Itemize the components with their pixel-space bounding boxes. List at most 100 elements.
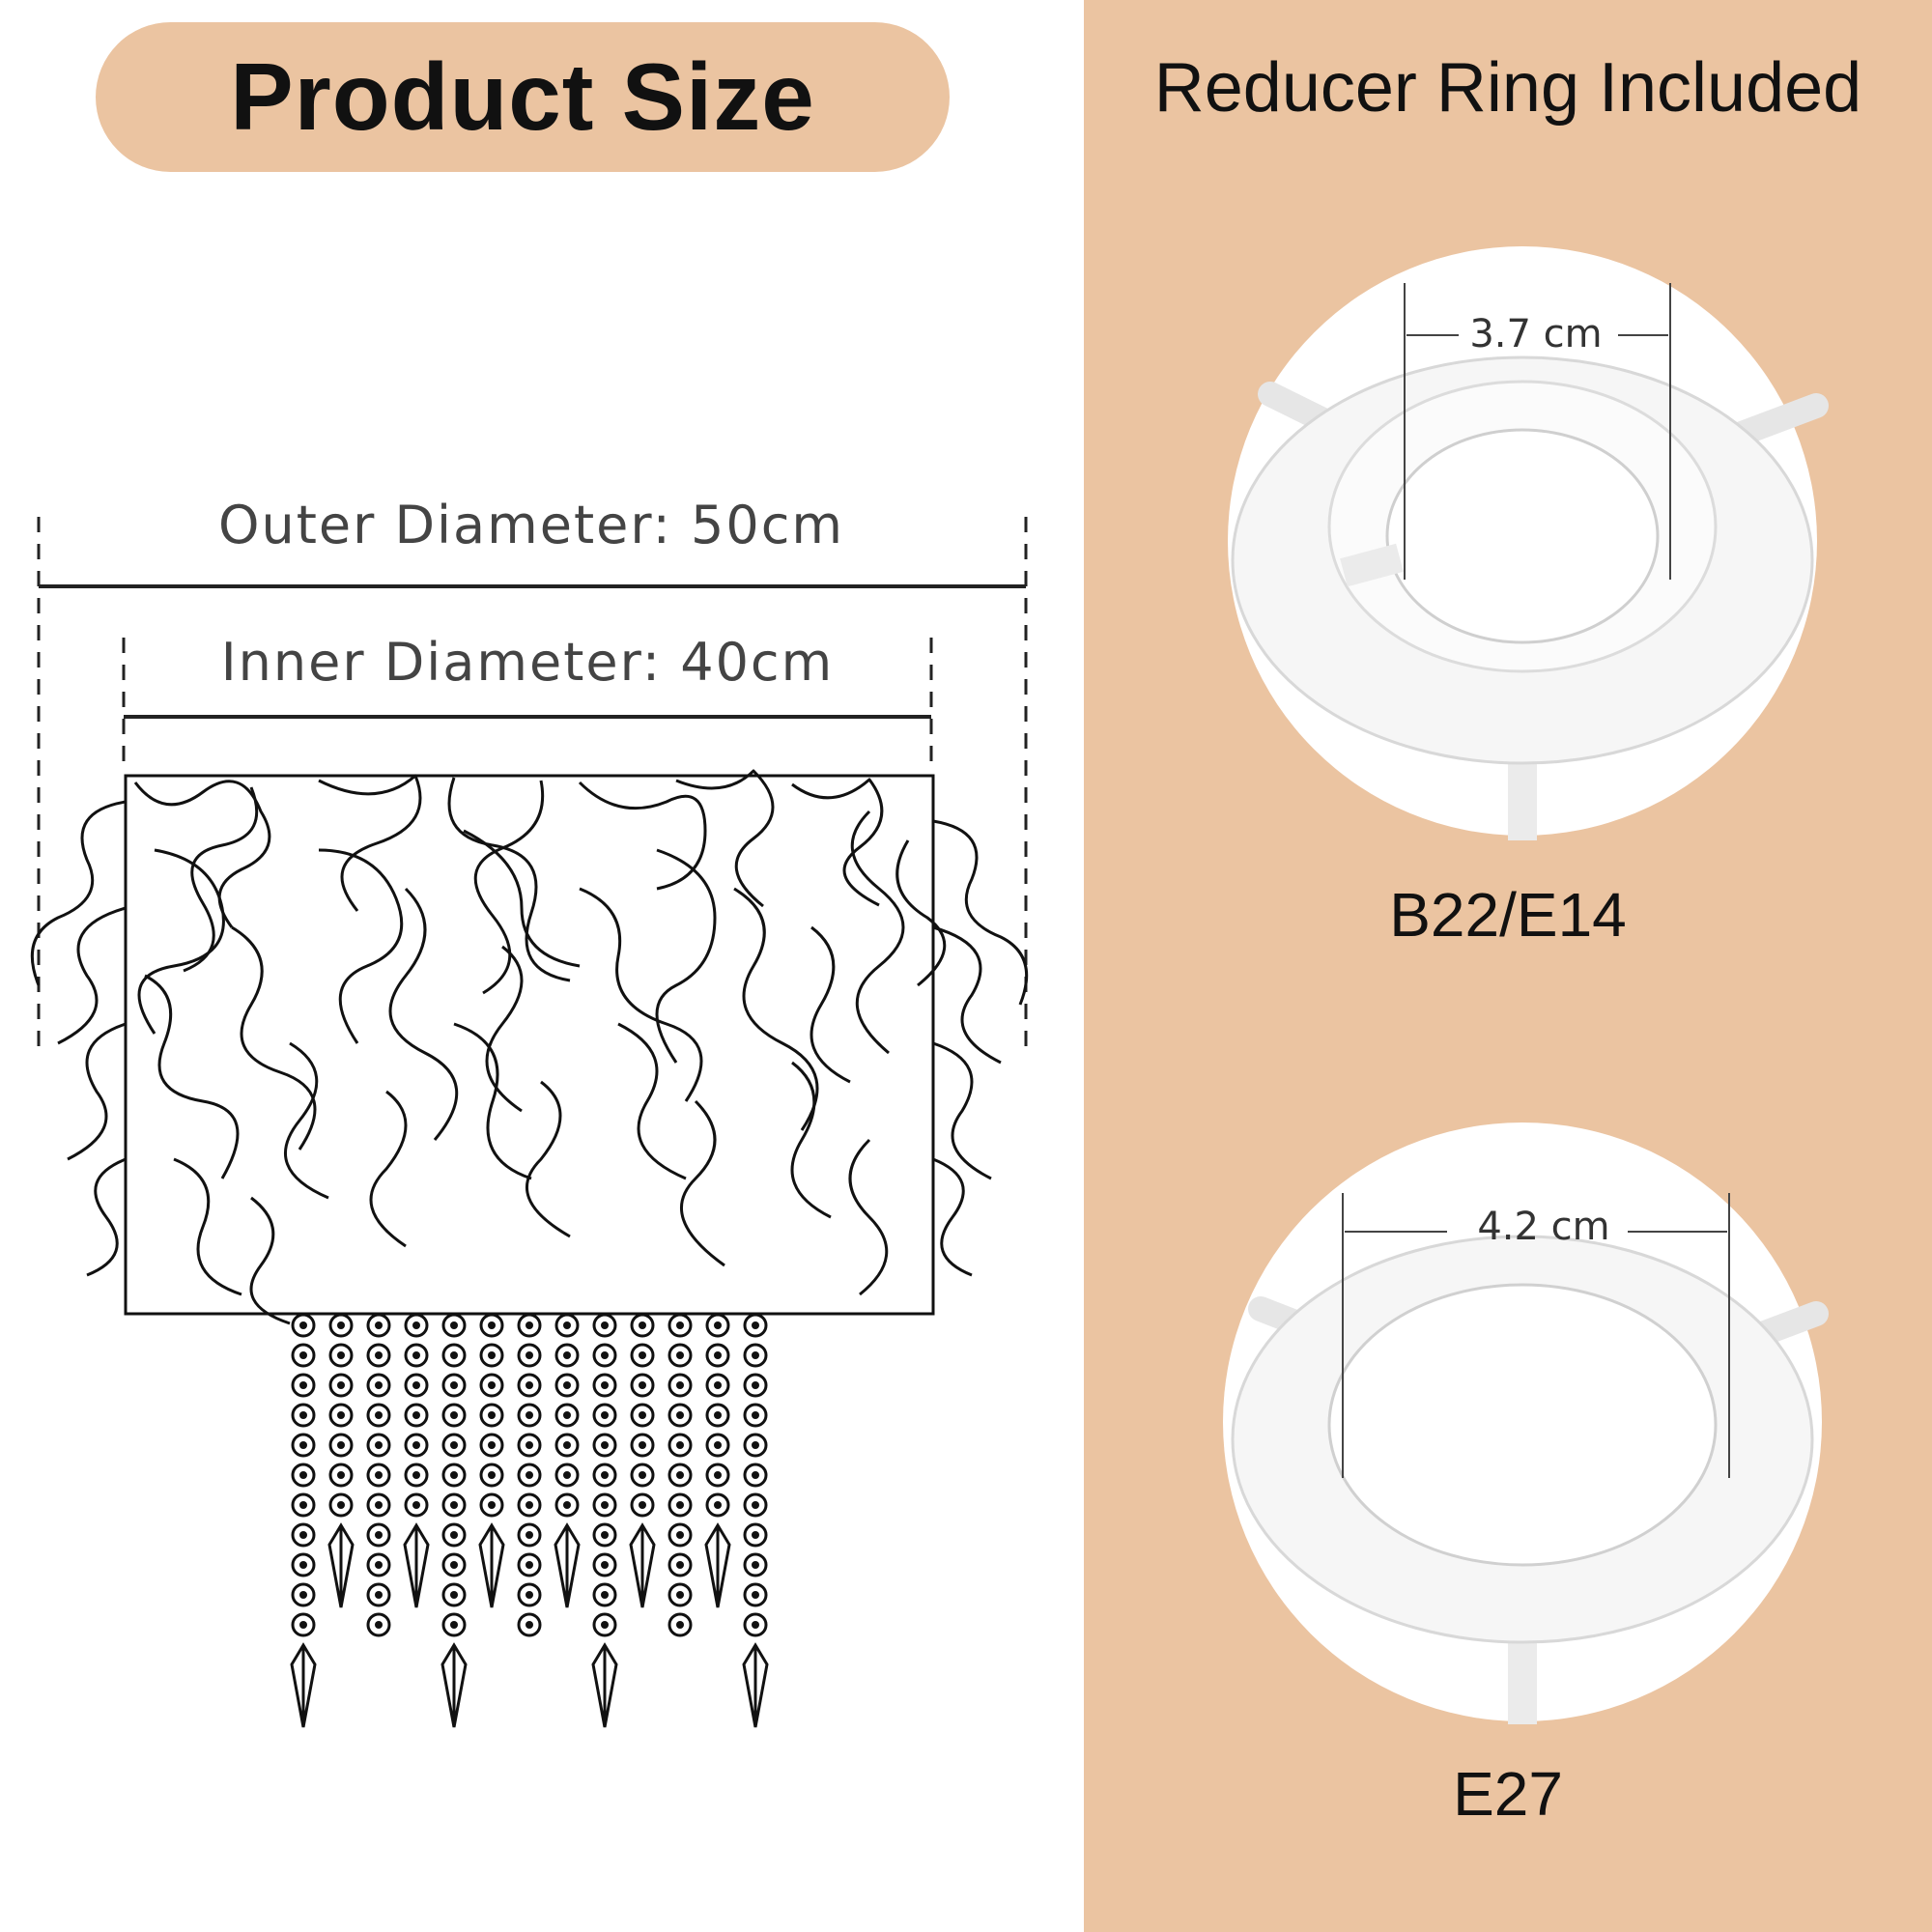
bead-center [488,1381,496,1389]
reducer-ring-title: Reducer Ring Included [1153,49,1862,127]
bead-center [337,1441,345,1449]
bead-center [752,1561,759,1569]
bead-center [714,1321,722,1329]
bead-center [676,1591,684,1599]
crystal-drop [629,1522,656,1608]
bead-center [714,1351,722,1359]
crystal-drop [554,1522,581,1608]
bead-center [450,1561,458,1569]
bead-center [375,1471,383,1479]
bead-center [752,1321,759,1329]
bead-center [450,1381,458,1389]
bead-center [526,1441,533,1449]
bead-center [752,1621,759,1629]
bead-strand [742,1313,769,1728]
bead-center [752,1441,759,1449]
bead-center [526,1561,533,1569]
bead-strand [403,1313,430,1608]
bead-center [375,1591,383,1599]
ring-b22-label: B22/E14 [1389,880,1627,950]
bead-center [714,1471,722,1479]
bead-strand [366,1313,391,1637]
bead-center [563,1501,571,1509]
bead-center [299,1471,307,1479]
bead-strand [517,1313,542,1637]
bead-center [601,1381,609,1389]
bead-strand [327,1313,355,1608]
bead-center [639,1321,646,1329]
bead-center [488,1501,496,1509]
bead-center [714,1411,722,1419]
bead-center [337,1351,345,1359]
bead-center [375,1351,383,1359]
bead-center [488,1441,496,1449]
bead-strand [704,1313,731,1608]
bead-center [601,1591,609,1599]
crystal-drop [403,1522,430,1608]
bead-center [639,1411,646,1419]
bead-center [299,1501,307,1509]
outer-diameter-guides [37,517,1028,1058]
bead-strand [554,1313,581,1608]
bead-center [601,1561,609,1569]
bead-center [714,1381,722,1389]
bead-center [752,1591,759,1599]
bead-center [337,1501,345,1509]
bead-strands [290,1313,769,1728]
bead-center [526,1351,533,1359]
crystal-drop [327,1522,355,1608]
bead-center [450,1441,458,1449]
bead-center [412,1411,420,1419]
bead-center [375,1441,383,1449]
bead-center [676,1501,684,1509]
bead-center [714,1441,722,1449]
bead-center [375,1621,383,1629]
bead-center [526,1501,533,1509]
bead-center [676,1411,684,1419]
bead-center [563,1471,571,1479]
bead-center [526,1591,533,1599]
outer-diameter-label: Outer Diameter: 50cm [217,495,844,555]
bead-center [639,1351,646,1359]
crystal-drop [742,1642,769,1728]
bead-center [337,1411,345,1419]
bead-center [639,1441,646,1449]
bead-center [676,1561,684,1569]
bead-center [412,1351,420,1359]
bead-center [752,1531,759,1539]
bead-center [299,1621,307,1629]
ring-e27-label: E27 [1453,1759,1563,1829]
bead-center [563,1411,571,1419]
bead-center [299,1561,307,1569]
bead-center [375,1561,383,1569]
bead-center [752,1351,759,1359]
bead-center [299,1381,307,1389]
bead-strand [440,1313,468,1728]
crystal-drop [478,1522,505,1608]
bead-center [299,1531,307,1539]
bead-strand [629,1313,656,1608]
bead-center [488,1321,496,1329]
bead-center [526,1411,533,1419]
bead-strand [668,1313,693,1637]
bead-center [412,1441,420,1449]
bead-center [299,1321,307,1329]
bead-center [563,1321,571,1329]
bead-strand [591,1313,618,1728]
bead-strand [290,1313,317,1728]
bead-strand [478,1313,505,1608]
bead-center [450,1351,458,1359]
bead-center [752,1501,759,1509]
bead-center [375,1381,383,1389]
crystal-drop [290,1642,317,1728]
ring-e27-measure: 4.2 cm [1477,1205,1610,1249]
bead-center [375,1321,383,1329]
bead-center [563,1351,571,1359]
bead-center [563,1381,571,1389]
bead-center [375,1411,383,1419]
bead-center [639,1471,646,1479]
ring-b22-measure: 3.7 cm [1469,312,1603,356]
bead-center [412,1381,420,1389]
bead-center [676,1621,684,1629]
